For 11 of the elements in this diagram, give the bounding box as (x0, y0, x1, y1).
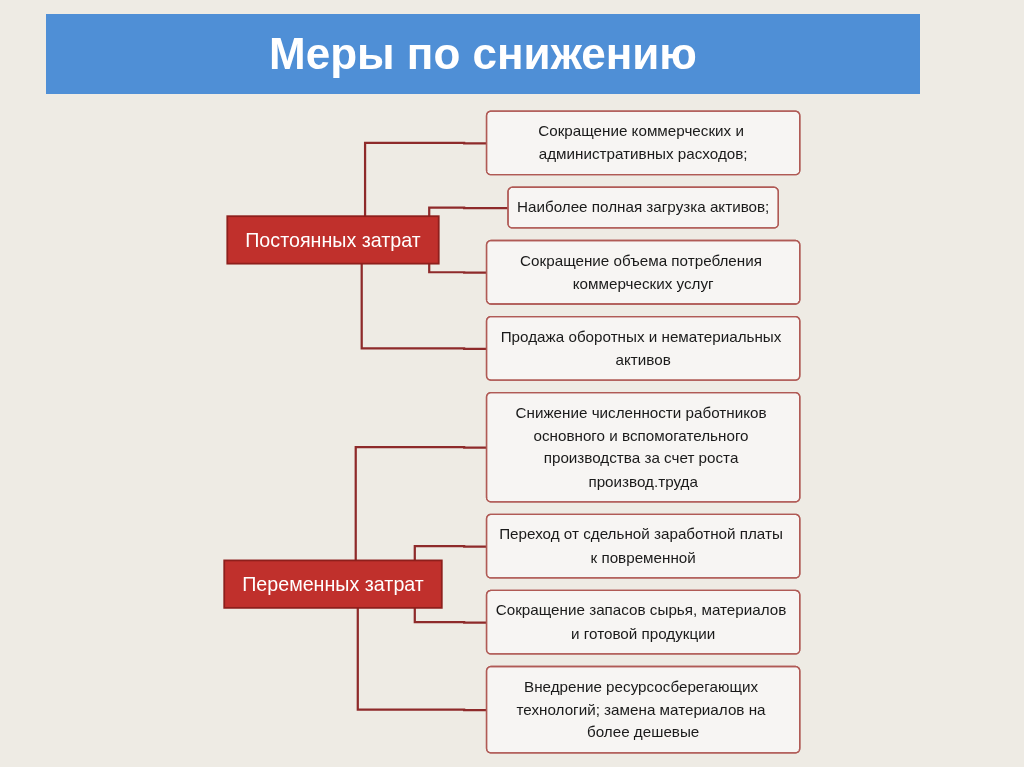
node-box: Постоянных затрат (226, 215, 440, 265)
connector (363, 141, 487, 217)
connector (360, 263, 487, 350)
connector (354, 446, 487, 561)
title-banner: Меры по снижению (46, 14, 920, 94)
connector (428, 206, 509, 217)
connector (413, 545, 487, 561)
node-box: Переменных затрат (223, 559, 443, 609)
connector (428, 263, 487, 274)
connector (413, 607, 487, 624)
connector (356, 607, 487, 712)
